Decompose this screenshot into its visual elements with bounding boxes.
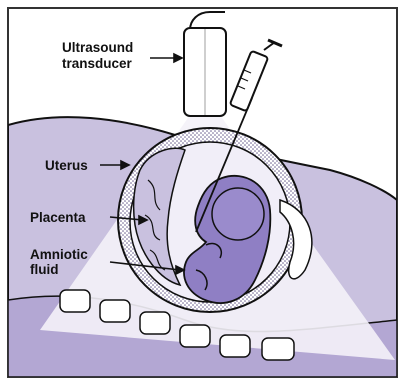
label-transducer-line1: Ultrasound <box>62 40 133 55</box>
ultrasound-transducer <box>184 12 226 116</box>
label-amniotic-line2: fluid <box>30 262 59 277</box>
label-placenta: Placenta <box>30 210 86 225</box>
label-uterus: Uterus <box>45 158 88 173</box>
fetus-head <box>212 188 264 240</box>
label-amniotic-line1: Amniotic <box>30 247 88 262</box>
label-transducer-line2: transducer <box>62 56 133 71</box>
